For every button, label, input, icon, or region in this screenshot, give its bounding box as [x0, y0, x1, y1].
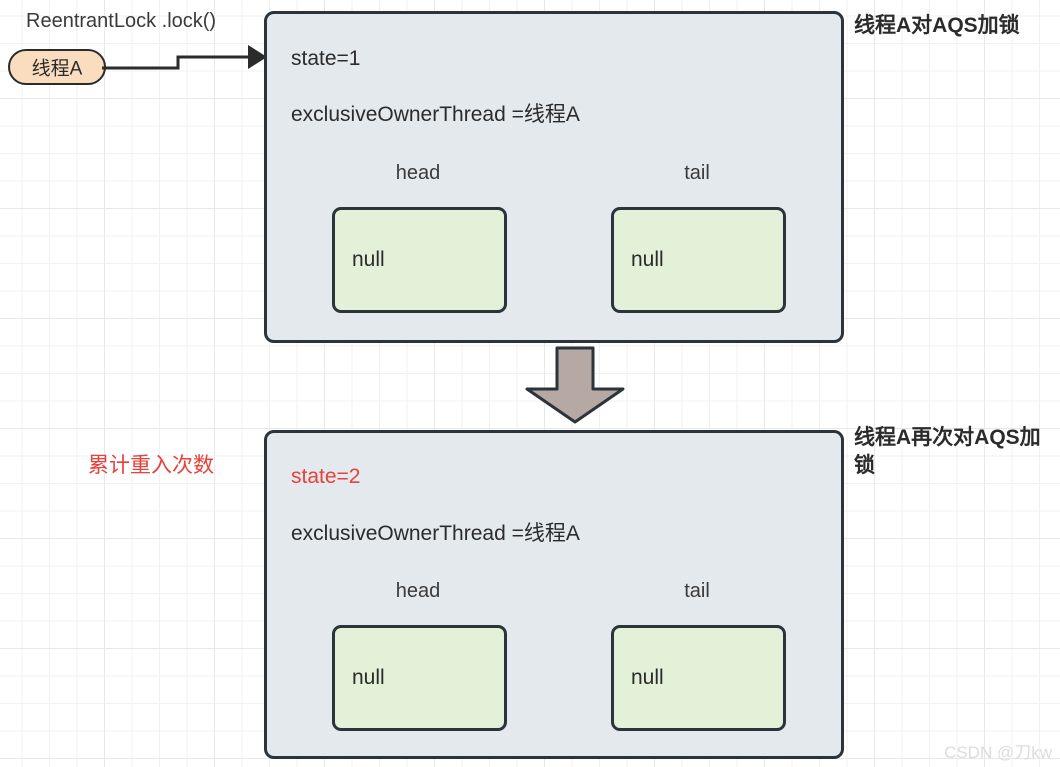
tail-node-value-second: null — [631, 666, 664, 689]
caller-thread-label: 线程A — [31, 58, 83, 80]
side-note-first-lock: 线程A对AQS加锁 — [854, 14, 1020, 37]
aqs-panel-reentrant-lock: state=2 exclusiveOwnerThread =线程A head n… — [264, 430, 844, 759]
state-value-first: state=1 — [291, 47, 361, 70]
reentry-count-note: 累计重入次数 — [88, 454, 214, 477]
head-caption-second: head — [395, 580, 441, 602]
head-node-box-second: null — [332, 625, 507, 731]
head-node-box-first: null — [332, 207, 507, 313]
tail-caption-second: tail — [684, 580, 710, 602]
lock-call-arrow-icon — [102, 45, 267, 70]
head-node-value-second: null — [352, 666, 385, 689]
tail-node-value-first: null — [631, 248, 664, 271]
side-note-reentrant-lock: 线程A再次对AQS加锁 — [854, 426, 1041, 477]
csdn-watermark: CSDN @刀kw — [944, 743, 1052, 762]
exclusive-owner-thread-first: exclusiveOwnerThread =线程A — [291, 103, 580, 126]
state-value-second: state=2 — [291, 465, 361, 488]
caller-thread-pill: 线程A — [8, 49, 106, 85]
tail-node-box-first: null — [611, 207, 786, 313]
transition-down-arrow-icon — [525, 346, 625, 424]
head-caption-first: head — [395, 162, 441, 184]
head-node-value-first: null — [352, 248, 385, 271]
tail-caption-first: tail — [684, 162, 710, 184]
aqs-panel-first-lock: state=1 exclusiveOwnerThread =线程A head n… — [264, 11, 844, 343]
exclusive-owner-thread-second: exclusiveOwnerThread =线程A — [291, 522, 580, 545]
tail-node-box-second: null — [611, 625, 786, 731]
lock-call-label: ReentrantLock .lock() — [26, 10, 217, 32]
